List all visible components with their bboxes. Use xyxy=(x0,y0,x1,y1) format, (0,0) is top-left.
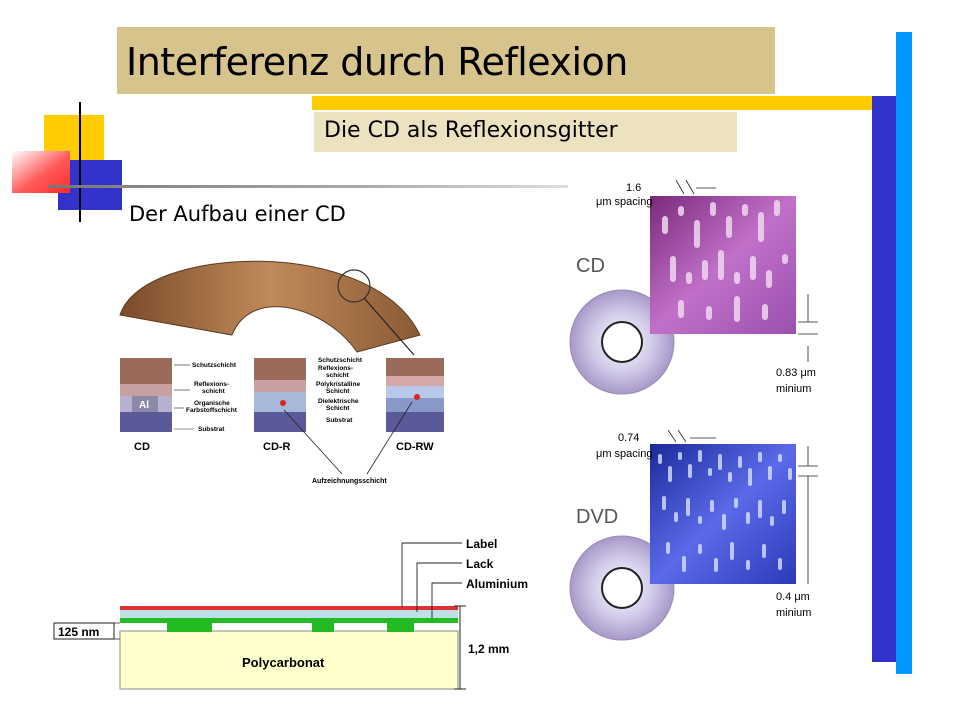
cd-layer-label: Reflexions- xyxy=(194,381,229,388)
cd-panel-name: CD xyxy=(576,255,605,277)
label-label: Label xyxy=(466,537,497,551)
cd-min-unit: minium xyxy=(776,383,811,395)
divider-rule xyxy=(48,185,568,188)
cdrw-label: CD-RW xyxy=(396,441,434,453)
cdr-layer-label: Polykristalline xyxy=(316,381,360,388)
subtitle-band xyxy=(314,112,737,152)
cdr-layer-label: Schutzschicht xyxy=(318,357,363,364)
section-heading: Der Aufbau einer CD xyxy=(129,202,346,226)
cdr-layer-label: Dielektrische xyxy=(318,398,359,405)
cd-cross-section: Polycarbonat 125 nm 1,2 mm Label Lack Al… xyxy=(53,537,528,690)
recording-layer-label: Aufzeichnungsschicht xyxy=(312,478,387,485)
cd-label: CD xyxy=(134,441,150,453)
cdrw-stack: CD-RW xyxy=(386,358,444,453)
dvd-min-unit: minium xyxy=(776,607,811,619)
cd-layer-label: Farbstoffschicht xyxy=(186,407,238,414)
dvd-panel-name: DVD xyxy=(576,506,618,528)
cd-layer-figure: Al CD Schutzschicht Reflexions- schicht … xyxy=(119,260,444,485)
slide-title: Interferenz durch Reflexion xyxy=(126,40,628,84)
cd-layer-label: schicht xyxy=(202,388,226,395)
aluminium-layer xyxy=(120,618,458,632)
cd-layer-label: Organische xyxy=(194,400,230,407)
cdr-layer-label: Substrat xyxy=(326,417,353,424)
dvd-min-value: 0.4 μm xyxy=(776,591,810,603)
dvd-spacing-unit: μm spacing xyxy=(596,448,652,460)
cdr-layer-label: Reflexions- xyxy=(318,365,353,372)
cd-panel: CD 1.6 μm spacing 0.83 μm minium xyxy=(569,179,818,395)
cd-dvd-comparison: CD 1.6 μm spacing 0.83 μm minium DVD xyxy=(569,179,818,641)
magnifier-arrow xyxy=(363,297,415,356)
dvd-panel: DVD 0.74 μm spacing xyxy=(569,429,818,641)
substrate-label: Polycarbonat xyxy=(242,655,325,670)
cd-stack: Al CD xyxy=(120,358,172,453)
thickness-nm-label: 125 nm xyxy=(58,625,99,639)
aluminium-label: Aluminium xyxy=(466,577,528,591)
cdr-layer-label: Schicht xyxy=(326,405,350,412)
cd-core-label: Al xyxy=(139,400,149,411)
cdr-layer-label: schicht xyxy=(326,372,350,379)
cdr-label: CD-R xyxy=(263,441,291,453)
accent-blue-bar xyxy=(896,32,912,674)
accent-yellow-bar xyxy=(312,96,874,110)
cdr-layer-label: Schicht xyxy=(326,388,350,395)
polycarbonat-layer xyxy=(119,630,459,690)
cd-layer-label: Substrat xyxy=(198,426,225,433)
slide-subtitle: Die CD als Reflexionsgitter xyxy=(324,118,618,143)
cd-spacing-unit: μm spacing xyxy=(596,196,652,208)
lack-label: Lack xyxy=(466,557,494,571)
title-band xyxy=(117,27,775,94)
magnifier-circle xyxy=(337,269,371,303)
cd-layer-label: Schutzschicht xyxy=(192,362,237,369)
cdr-stack: CD-R xyxy=(254,358,306,453)
accent-navy-bar xyxy=(872,96,896,662)
label-layer xyxy=(120,606,458,610)
cd-min-value: 0.83 μm xyxy=(776,367,816,379)
thickness-mm-label: 1,2 mm xyxy=(468,642,509,656)
dvd-pit-image xyxy=(650,444,796,584)
dvd-spacing-value: 0.74 xyxy=(618,432,639,444)
cd-spacing-value: 1.6 xyxy=(626,182,641,194)
decor-squares xyxy=(12,102,125,222)
disc-segment xyxy=(119,260,421,353)
